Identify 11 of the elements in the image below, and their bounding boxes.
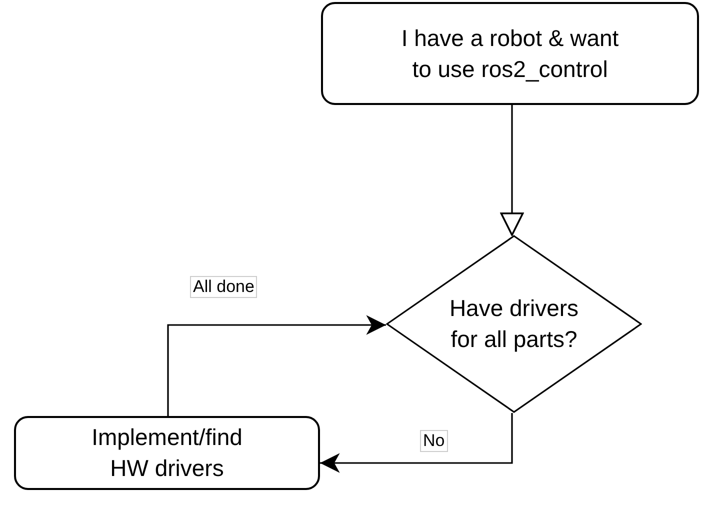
process-box xyxy=(14,416,320,490)
arrow xyxy=(167,315,386,416)
decision-diamond xyxy=(386,235,642,413)
node-text: Have drivers for all parts? xyxy=(448,294,580,354)
process-box xyxy=(321,2,699,105)
edge-label: All done xyxy=(190,276,258,298)
arrow xyxy=(320,413,513,473)
node-text: I have a robot & want to use ros2_control xyxy=(400,24,620,84)
node-text: Implement/find HW drivers xyxy=(90,423,244,483)
edge-label: No xyxy=(420,430,448,452)
arrow xyxy=(500,105,524,236)
